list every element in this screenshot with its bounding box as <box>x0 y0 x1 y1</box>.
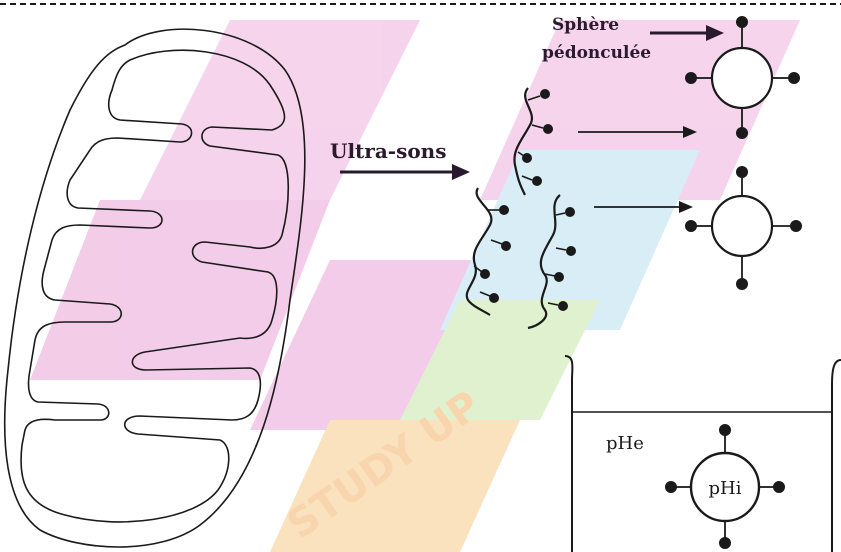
arrow-to-vesicle-bottom-head <box>679 201 693 213</box>
watermark-band-pink-3 <box>30 200 330 380</box>
sphere-label-line2: pédonculée <box>542 43 651 63</box>
phe-label: pHe <box>606 433 644 454</box>
phi-label: pHi <box>709 478 742 499</box>
sphere-label-line1: Sphère <box>552 15 619 35</box>
ultrasons-label: Ultra-sons <box>330 139 446 163</box>
beaker <box>565 356 841 552</box>
ultrasons-arrow-head <box>452 164 470 180</box>
watermark-logo: STUDY UP <box>30 20 800 552</box>
